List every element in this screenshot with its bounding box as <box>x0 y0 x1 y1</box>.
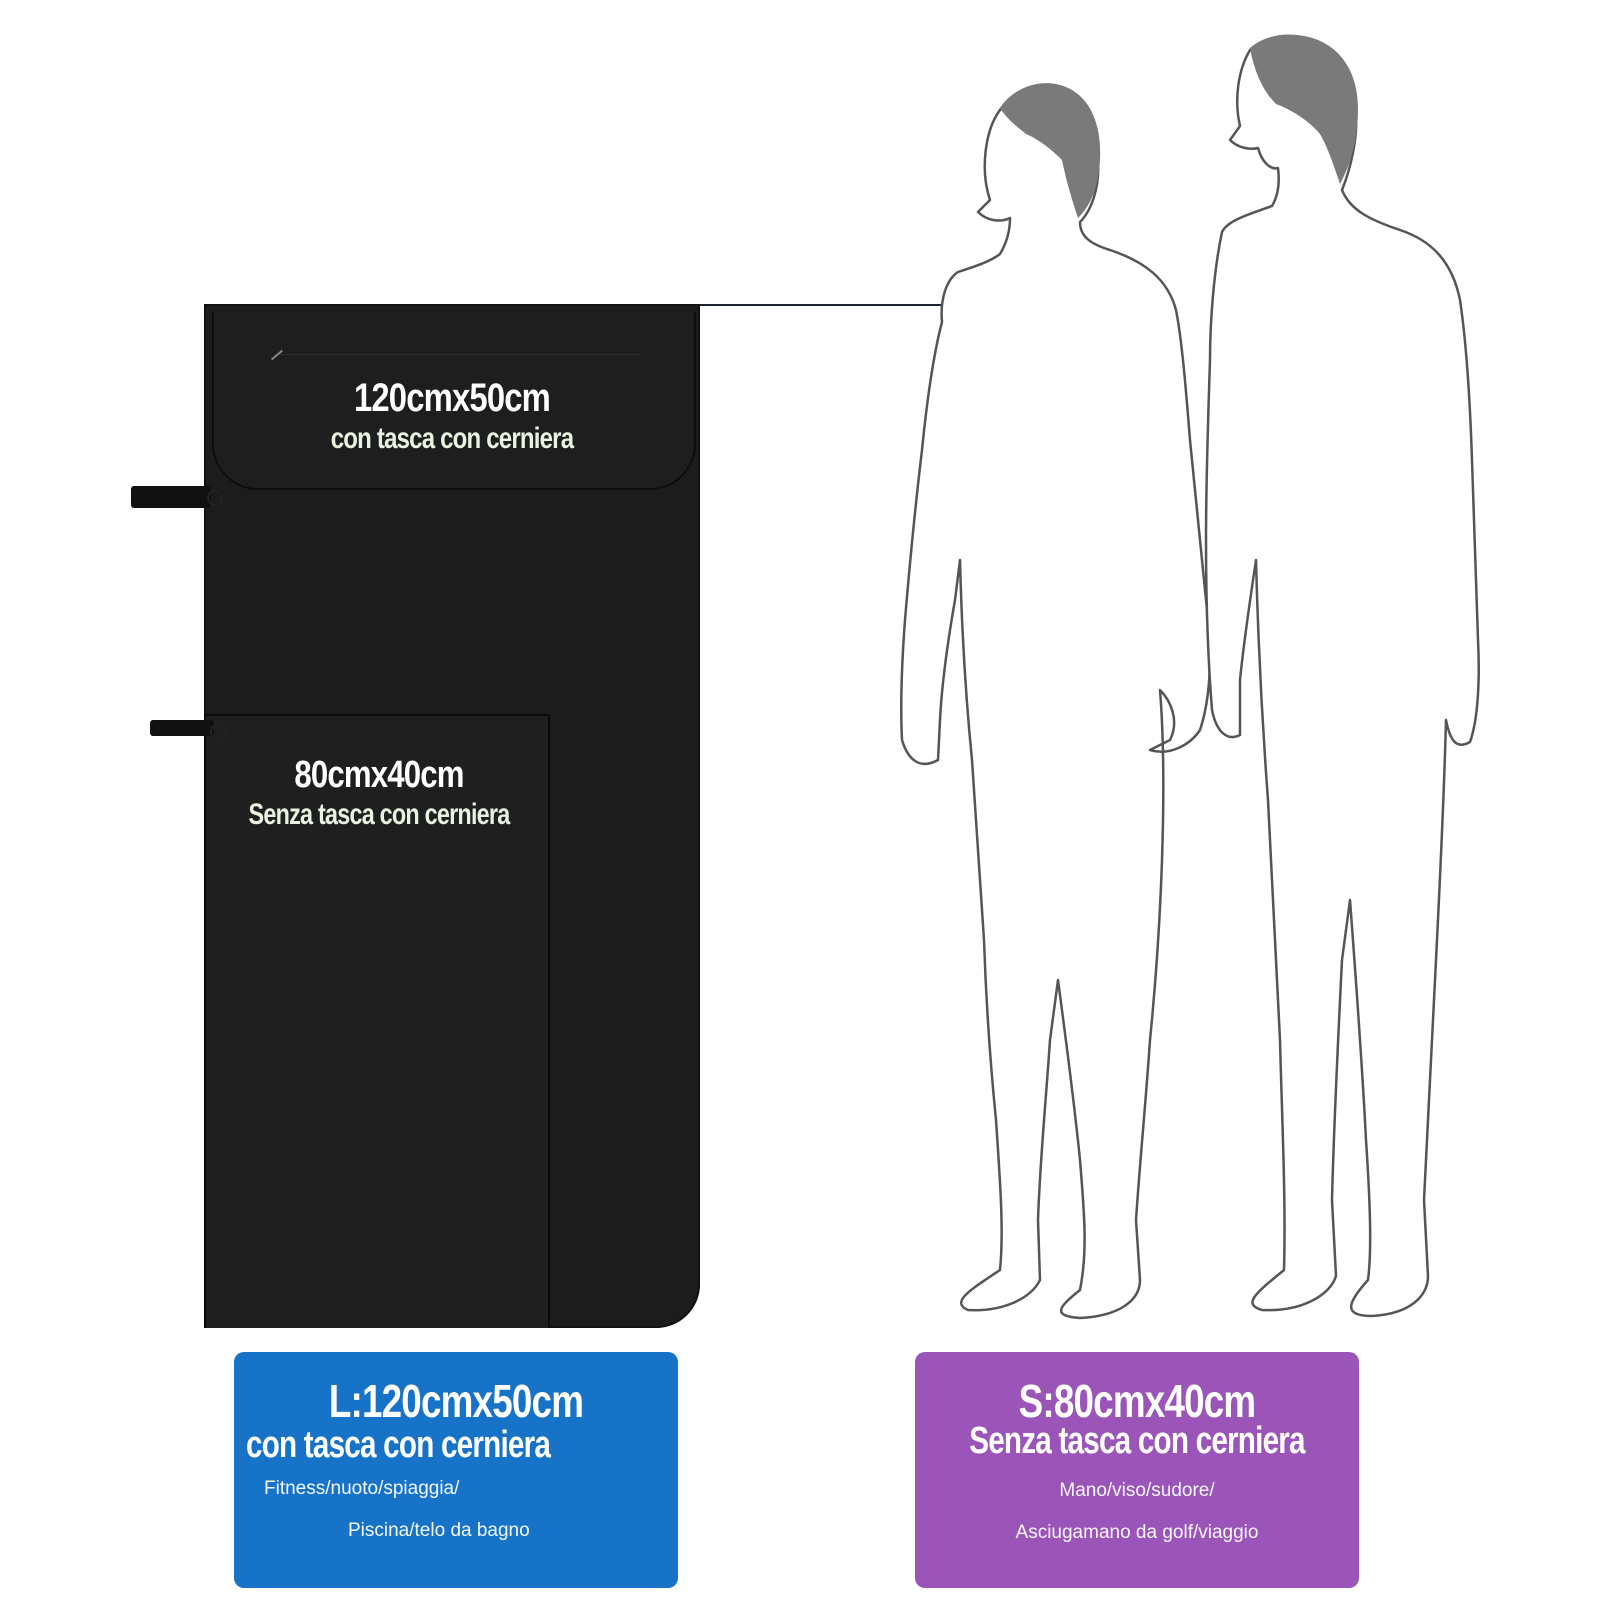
zipper-pocket <box>212 312 696 490</box>
large-size-card: L:120cmx50cm con tasca con cerniera Fitn… <box>234 1352 678 1588</box>
small-card-feature: Senza tasca con cerniera <box>969 1420 1305 1462</box>
large-towel-feature: con tasca con cerniera <box>330 422 574 455</box>
small-towel-feature: Senza tasca con cerniera <box>248 798 511 831</box>
large-card-size: L:120cmx50cm <box>328 1375 584 1427</box>
human-figures-illustration <box>899 34 1480 1320</box>
small-card-size: S:80cmx40cm <box>1018 1375 1257 1427</box>
small-card-uses-line2: Asciugamano da golf/viaggio <box>1015 1522 1259 1543</box>
large-card-feature: con tasca con cerniera <box>246 1424 551 1466</box>
large-towel-size: 120cmx50cm <box>353 376 551 420</box>
small-size-card: S:80cmx40cm Senza tasca con cerniera Man… <box>915 1352 1359 1588</box>
height-connector-line <box>700 304 950 306</box>
man-figure <box>1204 36 1480 1318</box>
large-card-uses-line2: Piscina/telo da bagno <box>348 1520 530 1541</box>
small-towel-size: 80cmx40cm <box>294 754 464 796</box>
small-card-uses-line1: Mano/viso/sudore/ <box>1059 1480 1215 1501</box>
woman-hair <box>1000 83 1101 218</box>
large-card-uses-line1: Fitness/nuoto/spiaggia/ <box>264 1478 460 1499</box>
small-towel-image: 80cmx40cm Senza tasca con cerniera <box>204 714 550 1328</box>
zipper-pull-icon <box>270 349 284 361</box>
man-hair <box>1250 34 1358 184</box>
hanging-loop-tag-large <box>131 486 223 508</box>
hanging-loop-tag-small <box>150 720 226 740</box>
zipper-line <box>280 354 640 355</box>
woman-figure <box>899 84 1212 1320</box>
